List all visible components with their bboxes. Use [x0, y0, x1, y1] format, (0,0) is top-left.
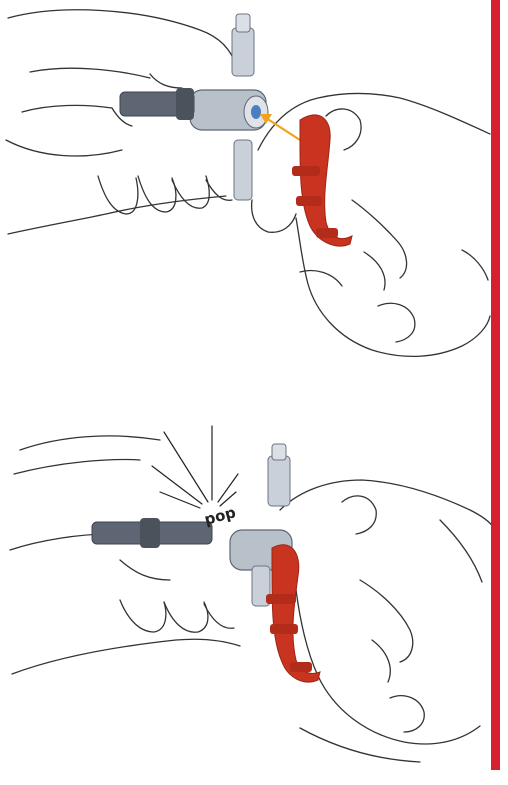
- step-illustration-clip-pop: pop: [0, 410, 494, 785]
- pop-burst-lines: [152, 426, 238, 508]
- pop-label: pop: [202, 503, 238, 529]
- hand-connector-pop-illustration: pop: [0, 410, 494, 785]
- red-clip: [292, 115, 352, 246]
- right-hand-outline-bottom: [280, 480, 494, 762]
- left-hand-outline-bottom: [10, 436, 240, 674]
- step-illustration-attach-clip: [0, 0, 494, 370]
- hand-connector-illustration: [0, 0, 494, 370]
- accent-bar: [491, 0, 500, 770]
- t-connector: [120, 14, 268, 200]
- t-connector-bottom: [92, 444, 292, 606]
